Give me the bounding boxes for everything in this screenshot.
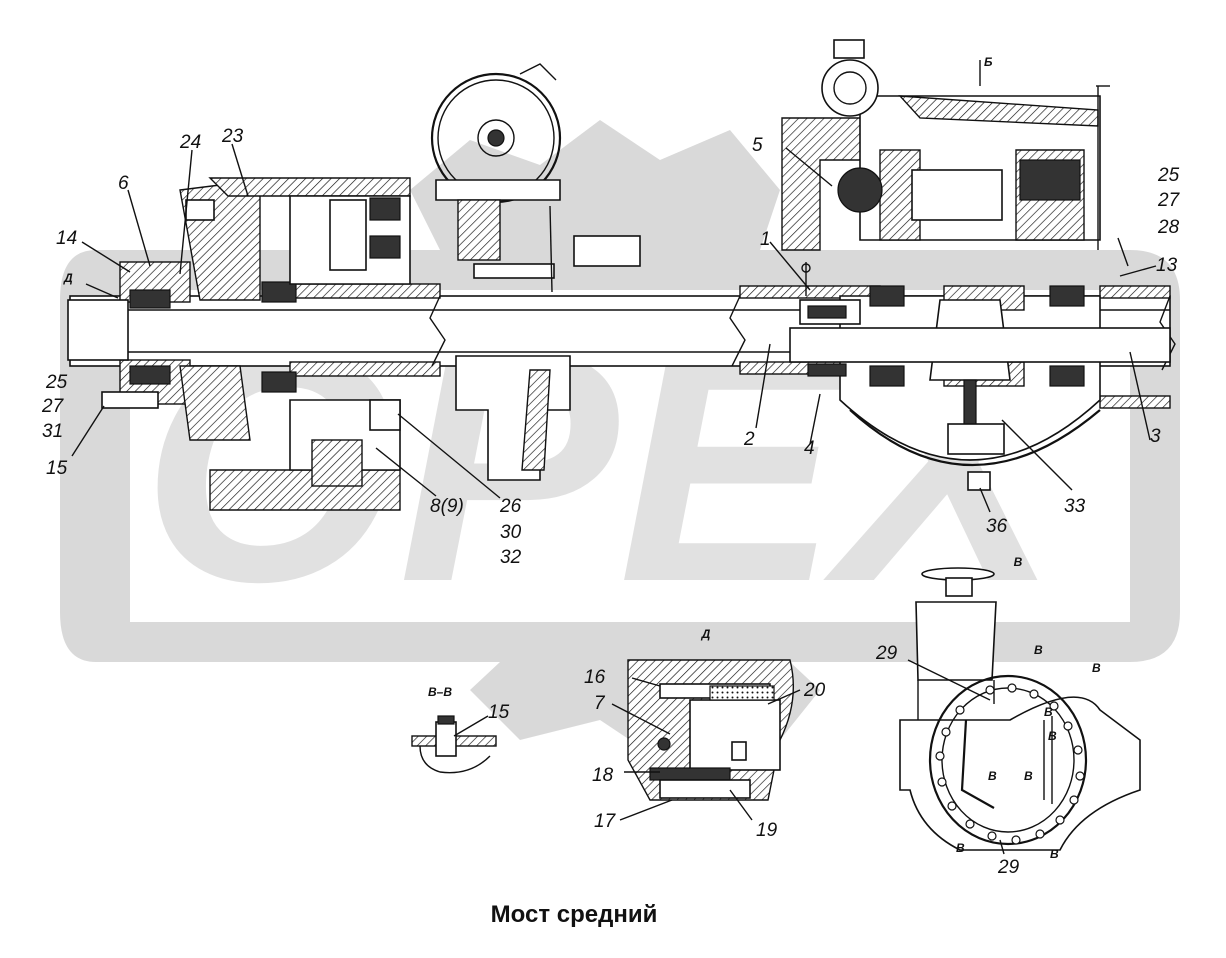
callout-25-left: 25 (45, 372, 68, 393)
view-v: В (899, 555, 1141, 851)
callout-28: 28 (1157, 217, 1180, 238)
callout-15-section: 15 (488, 702, 510, 723)
left-reducer (208, 177, 411, 511)
detail-d-title: Д (701, 627, 711, 641)
callout-32: 32 (500, 547, 522, 568)
mark-4: В (1048, 729, 1057, 743)
page-title: Мост средний (491, 901, 658, 928)
mark-2: В (1092, 661, 1101, 675)
callout-19: 19 (756, 820, 778, 841)
callout-29-top: 29 (875, 643, 898, 664)
middle-bracket (455, 355, 571, 481)
callout-24: 24 (179, 132, 201, 153)
callout-17: 17 (594, 811, 617, 832)
detail-d: Д (627, 627, 794, 801)
mark-7: В (956, 841, 965, 855)
left-hub (67, 179, 297, 441)
callout-15: 15 (46, 458, 68, 479)
callout-27-left: 27 (41, 396, 65, 417)
mark-8: В (1050, 847, 1059, 861)
section-vv: В–В (411, 685, 497, 774)
mark-3: В (1044, 705, 1053, 719)
bolt-circle (935, 683, 1085, 845)
callout-14: 14 (56, 228, 77, 249)
callout-23: 23 (221, 126, 244, 147)
callout-30: 30 (500, 522, 522, 543)
callout-4: 4 (804, 438, 815, 459)
callout-29-bottom: 29 (997, 857, 1020, 878)
callout-18: 18 (592, 765, 614, 786)
brake-chamber (430, 63, 641, 293)
callout-25-right: 25 (1157, 165, 1180, 186)
callout-31: 31 (42, 421, 63, 442)
callout-33: 33 (1064, 496, 1086, 517)
callout-3: 3 (1150, 426, 1161, 447)
shafts (789, 262, 1171, 377)
mark-1: В (1034, 643, 1043, 657)
callout-26: 26 (499, 496, 522, 517)
callout-36: 36 (986, 516, 1008, 537)
callout-6: 6 (118, 173, 129, 194)
callout-5: 5 (752, 135, 763, 156)
section-markers: Д Б В В В В В В В В (63, 55, 1101, 861)
callout-16: 16 (584, 667, 606, 688)
marker-d-main: Д (63, 271, 73, 285)
view-v-title: В (1014, 555, 1023, 569)
marker-b-main: Б (984, 55, 993, 69)
section-vv-title: В–В (428, 685, 452, 699)
callout-7: 7 (594, 693, 606, 714)
callouts: 1 2 3 4 5 6 13 14 15 15 23 24 25 27 31 2… (41, 126, 1181, 878)
callout-2: 2 (743, 429, 755, 450)
callout-20: 20 (803, 680, 826, 701)
callout-27-right: 27 (1157, 190, 1181, 211)
mark-5: В (988, 769, 997, 783)
callout-8-9: 8(9) (430, 496, 464, 517)
leader-lines (71, 60, 1157, 855)
callout-1: 1 (760, 229, 771, 250)
callout-13: 13 (1156, 255, 1178, 276)
mark-6: В (1024, 769, 1033, 783)
